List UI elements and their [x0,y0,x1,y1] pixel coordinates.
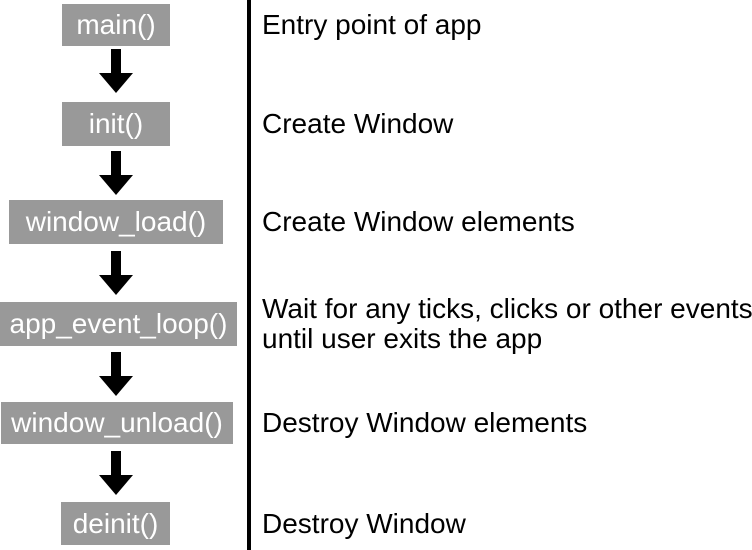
description-text: Entry point of app [262,9,482,40]
flow-box-app-event-loop-label: app_event_loop() [9,308,228,339]
flow-box-deinit: deinit() [61,502,170,545]
description-text: Destroy Window [262,507,466,539]
flow-box-init: init() [62,102,170,146]
description-create-window: Create Window [262,102,752,146]
down-arrow-icon [99,151,133,195]
description-create-window-elements: Create Window elements [262,200,752,244]
flow-box-deinit-label: deinit() [72,507,159,539]
flow-box-init-label: init() [88,108,144,139]
description-text: Create Window [262,108,454,139]
down-arrow-icon [99,451,133,495]
description-event-loop: Wait for any ticks, clicks or other even… [262,294,752,354]
flow-box-main-label: main() [76,9,156,40]
description-entry-point: Entry point of app [262,4,752,46]
description-text: Wait for any ticks, clicks or other even… [262,293,752,354]
flow-box-window-unload-label: window_unload() [11,407,223,438]
description-destroy-window: Destroy Window [262,502,752,545]
description-destroy-window-elements: Destroy Window elements [262,402,752,444]
flow-box-app-event-loop: app_event_loop() [0,302,237,346]
flow-box-window-load: window_load() [9,200,223,244]
flow-box-window-load-label: window_load() [25,206,207,237]
description-text: Create Window elements [262,206,575,237]
flow-box-main: main() [62,4,170,46]
down-arrow-icon [99,49,133,93]
down-arrow-icon [99,352,133,396]
divider-line [247,0,251,550]
description-text: Destroy Window elements [262,407,588,438]
down-arrow-icon [99,251,133,295]
flow-box-window-unload: window_unload() [1,402,233,444]
